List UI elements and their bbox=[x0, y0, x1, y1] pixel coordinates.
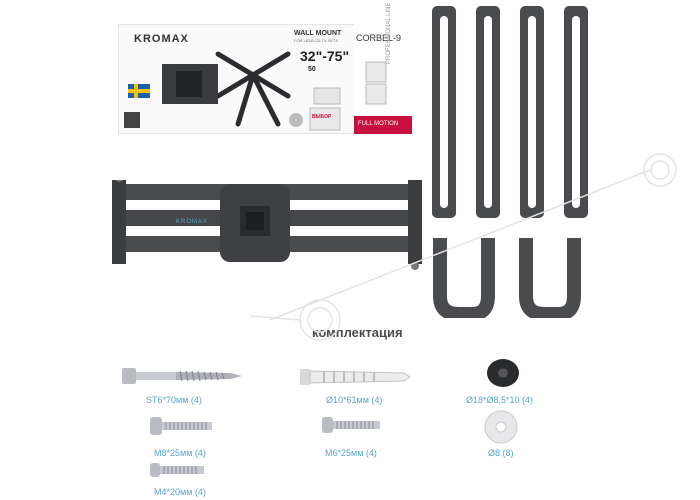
part-washer bbox=[484, 410, 518, 444]
box-title: WALL MOUNT bbox=[294, 30, 342, 37]
box-size-range: 32"-75" bbox=[300, 48, 350, 64]
box-brand: KROMAX bbox=[134, 33, 189, 45]
section-title: комплектация bbox=[312, 325, 403, 340]
part-spacer bbox=[486, 358, 520, 388]
part-bolt-m6 bbox=[322, 416, 382, 434]
box-motion: FULL MOTION bbox=[358, 121, 399, 127]
mounting-strips-art bbox=[432, 6, 588, 218]
box-badge: ВЫБОР bbox=[312, 114, 332, 120]
part-bolt-m4 bbox=[150, 462, 206, 478]
part-label-wall-anchor: Ø10*61мм (4) bbox=[326, 395, 383, 405]
part-label-lag-screw: ST6*70мм (4) bbox=[146, 395, 202, 405]
product-box: KROMAX WALL MOUNT FOR LED/LCD TV-SETS CO… bbox=[117, 3, 413, 135]
part-label-bolt-m4: M4*20мм (4) bbox=[154, 487, 206, 497]
bracket-brand: KROMAX bbox=[176, 219, 209, 225]
part-lag-screw bbox=[122, 366, 244, 386]
part-label-bolt-m8: M8*25мм (4) bbox=[154, 448, 206, 458]
mounting-strips bbox=[424, 6, 596, 222]
part-label-spacer: Ø18*Ø8.5*10 (4) bbox=[466, 395, 534, 405]
tv-bracket-art bbox=[112, 174, 422, 270]
bolt-icon bbox=[150, 417, 212, 435]
spacer-icon bbox=[487, 359, 519, 387]
box-max-load: 50 bbox=[308, 66, 316, 73]
box-subtitle: FOR LED/LCD TV-SETS bbox=[294, 38, 339, 43]
part-label-bolt-m6: M6*25мм (4) bbox=[325, 448, 377, 458]
product-box-art bbox=[117, 23, 413, 135]
safety-clips-art bbox=[433, 238, 581, 321]
part-bolt-m8 bbox=[150, 416, 214, 436]
safety-clips bbox=[432, 234, 582, 321]
bolt-icon bbox=[150, 463, 204, 477]
part-label-washer: Ø8 (8) bbox=[488, 448, 514, 458]
wall-anchor-icon bbox=[300, 369, 411, 385]
part-wall-anchor bbox=[300, 366, 412, 388]
washer-icon bbox=[484, 410, 518, 444]
box-vertical-text: PROFESSIONAL LINE bbox=[386, 2, 392, 64]
tv-bracket: KROMAX bbox=[112, 174, 422, 270]
lag-screw-icon bbox=[122, 368, 242, 384]
box-model: CORBEL-9 bbox=[356, 33, 402, 43]
bolt-icon bbox=[322, 417, 380, 433]
